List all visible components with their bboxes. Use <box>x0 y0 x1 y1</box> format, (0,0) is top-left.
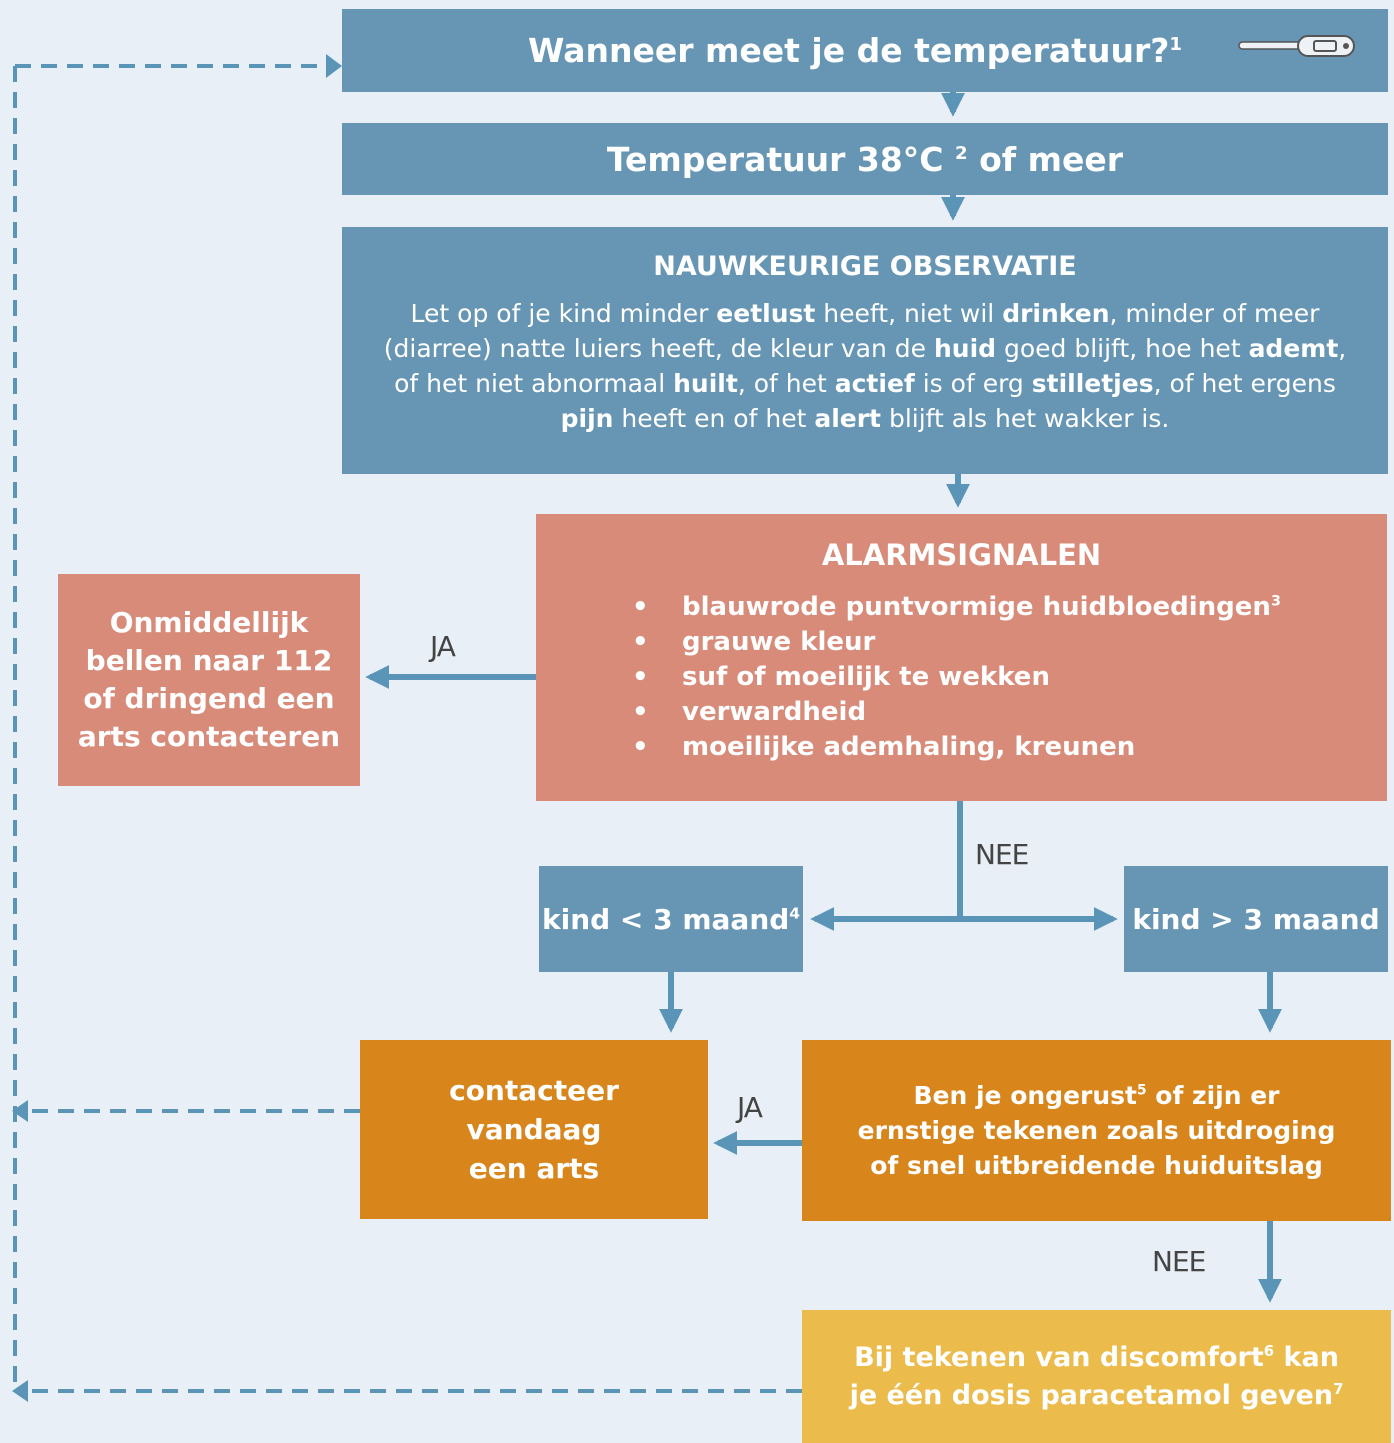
label-nee-worried: NEE <box>1152 1245 1206 1278</box>
thermometer-icon <box>1238 35 1355 57</box>
child-young-text: kind < 3 maand <box>541 902 790 936</box>
temperature-box: Temperatuur 38°C 2 of meer <box>342 123 1388 195</box>
temperature-suffix: of meer <box>979 139 1124 179</box>
observation-box: NAUWKEURIGE OBSERVATIE Let op of je kind… <box>342 227 1388 474</box>
alarm-list: blauwrode puntvormige huidbloedingen3 gr… <box>632 590 1281 765</box>
dashed-arrowhead-top <box>326 54 342 78</box>
temperature-title: Temperatuur 38°C 2 of meer <box>607 140 1123 179</box>
temperature-text: Temperatuur 38°C <box>606 139 944 179</box>
contact-today-text: contacteer vandaag een arts <box>449 1074 619 1185</box>
child-old-box: kind > 3 maand <box>1124 866 1388 972</box>
emergency-text: Onmiddellijk bellen naar 112 of dringend… <box>77 606 341 753</box>
emergency-box: Onmiddellijk bellen naar 112 of dringend… <box>58 574 360 786</box>
paracetamol-text: Bij tekenen van discomfort6 kan je één d… <box>849 1341 1344 1411</box>
alarm-item: moeilijke ademhaling, kreunen <box>632 730 1281 765</box>
label-ja-alarm: JA <box>430 630 456 663</box>
dashed-arrowhead-contact <box>12 1100 28 1122</box>
alarm-item: verwardheid <box>632 695 1281 730</box>
child-young-title: kind < 3 maand4 <box>542 903 800 936</box>
when-measure-box: Wanneer meet je de temperatuur?1 <box>342 9 1388 92</box>
footnote-6: 6 <box>1263 1341 1275 1360</box>
alarm-box: ALARMSIGNALEN blauwrode puntvormige huid… <box>536 514 1387 801</box>
footnote-4: 4 <box>789 904 801 923</box>
worried-box: Ben je ongerust5 of zijn er ernstige tek… <box>802 1040 1391 1221</box>
worried-text: Ben je ongerust5 of zijn er ernstige tek… <box>857 1081 1336 1180</box>
child-young-box: kind < 3 maand4 <box>539 866 803 972</box>
alarm-title: ALARMSIGNALEN <box>821 538 1102 572</box>
child-old-text: kind > 3 maand <box>1132 902 1380 936</box>
when-measure-text: Wanneer meet je de temperatuur? <box>528 31 1170 70</box>
label-nee-alarm: NEE <box>975 838 1029 871</box>
when-measure-title: Wanneer meet je de temperatuur?1 <box>528 31 1182 70</box>
alarm-item: grauwe kleur <box>632 625 1281 660</box>
footnote-2: 2 <box>955 142 968 164</box>
contact-today-box: contacteer vandaag een arts <box>360 1040 708 1219</box>
dashed-arrowhead-paracetamol <box>12 1380 28 1402</box>
footnote-3: 3 <box>1270 593 1281 610</box>
footnote-1: 1 <box>1169 34 1182 55</box>
footnote-5: 5 <box>1137 1082 1147 1099</box>
paracetamol-box: Bij tekenen van discomfort6 kan je één d… <box>802 1310 1391 1443</box>
observation-title: NAUWKEURIGE OBSERVATIE <box>653 251 1077 282</box>
observation-text: Let op of je kind minder eetlust heeft, … <box>383 299 1347 433</box>
footnote-7: 7 <box>1333 1379 1344 1398</box>
label-ja-worried: JA <box>737 1091 763 1124</box>
alarm-item: suf of moeilijk te wekken <box>632 660 1281 695</box>
alarm-item: blauwrode puntvormige huidbloedingen3 <box>632 590 1281 625</box>
